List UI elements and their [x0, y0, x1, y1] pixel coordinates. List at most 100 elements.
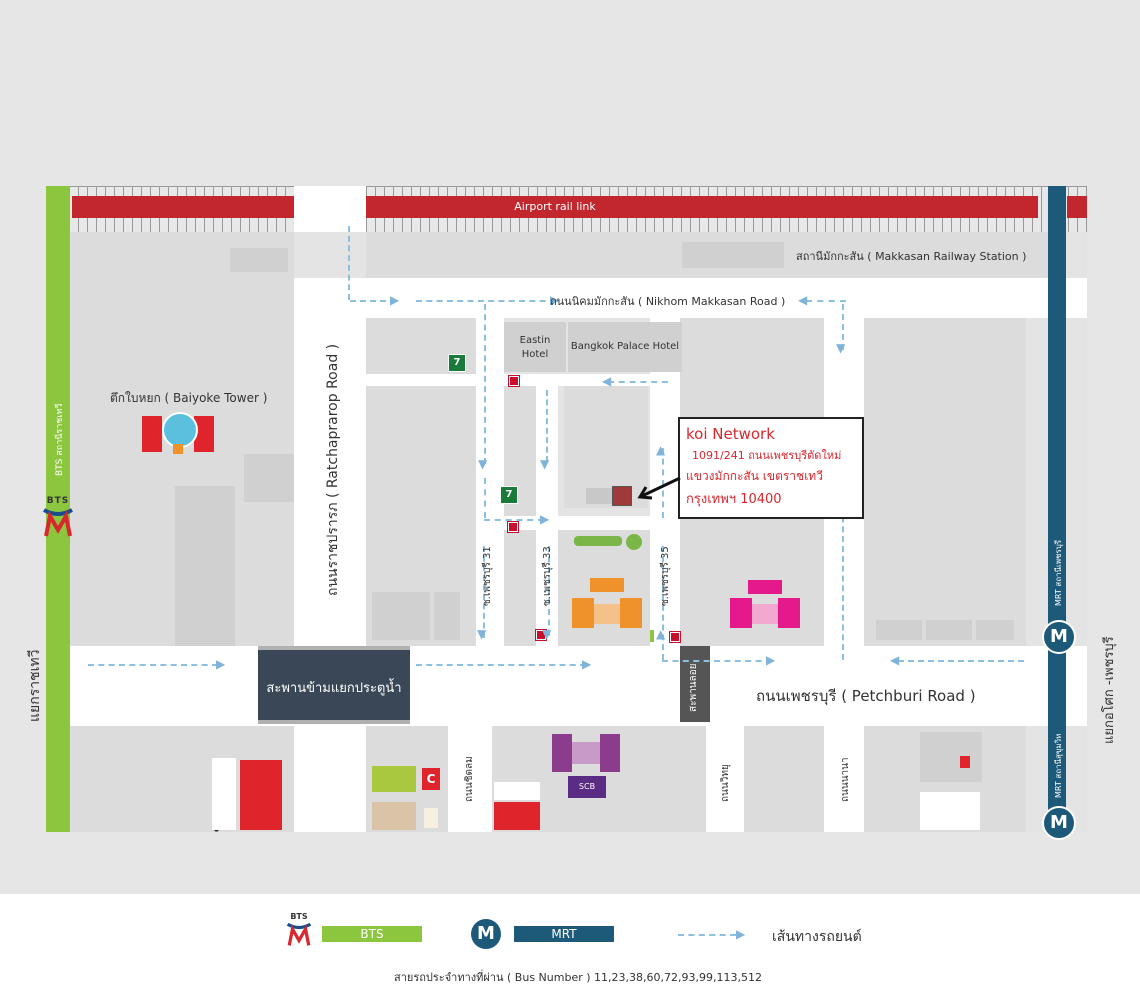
legend-bts-label: BTS	[360, 927, 384, 941]
witthayu-label: ถนนวิทยุ	[720, 764, 731, 802]
bus-stop-icon	[650, 630, 654, 642]
soi31-label: ซ.เพชรบุรี 31	[482, 546, 493, 606]
central-world-mall	[240, 760, 282, 830]
route-arrow-icon: ▶	[216, 657, 226, 671]
block	[504, 530, 536, 646]
block	[244, 454, 294, 502]
building	[372, 802, 416, 830]
office-info-box: koi Network 1091/241 ถนนเพชรบุรีตัดใหม่ …	[678, 417, 864, 519]
route-arrow-icon: ▲	[656, 443, 666, 457]
chitlom-road	[448, 726, 492, 832]
map-area: Airport rail link Eastin Hotel Bangkok P…	[46, 186, 1087, 840]
footbridge	[680, 646, 710, 722]
route-line	[662, 660, 772, 662]
route-line	[806, 300, 846, 302]
route-arrow-icon: ▶	[540, 512, 550, 526]
legend-mrt-bar: MRT	[514, 926, 614, 942]
scb-building	[552, 734, 620, 774]
route-line	[483, 546, 485, 638]
route-arrow-icon: ◀	[798, 293, 808, 307]
ratchaprarop-road-label: ถนนราชปรารภ ( Ratchaprarop Road )	[325, 343, 341, 596]
eastin-hotel: Eastin Hotel	[504, 322, 566, 372]
asoke-junction-label: แยกอโศก -เพชรบุรี	[1102, 636, 1117, 744]
scb-label: SCB	[578, 782, 596, 791]
office-address-1: 1091/241 ถนนเพชรบุรีตัดใหม่	[692, 449, 842, 462]
office-address-3: กรุงเทพฯ 10400	[686, 492, 782, 507]
scb-logo: SCB	[568, 776, 606, 798]
bts-logo-text: BTS	[46, 496, 70, 506]
bangkok-palace-hotel: Bangkok Palace Hotel	[568, 322, 682, 372]
building	[372, 766, 416, 792]
soi35-road	[650, 318, 680, 648]
bts-line	[46, 186, 70, 832]
mrt-icon: M	[1042, 620, 1076, 654]
airport-rail-end	[1067, 196, 1087, 218]
route-arrow-icon: ▶	[766, 653, 776, 667]
ratchathewi-junction-label: แยกราชเทวี	[27, 649, 43, 722]
bts-logo-icon: BTS	[38, 496, 78, 544]
bridge-label: สะพานข้ามแยกประตูน้ำ	[266, 681, 402, 696]
mrt-station-petchburi: MRT สถานีเพชรบุรี	[1054, 539, 1063, 606]
route-arrow-icon: ▼	[477, 627, 487, 641]
route-arrow-icon: ▶	[390, 293, 400, 307]
route-line	[416, 300, 556, 302]
eastin-label: Eastin Hotel	[519, 335, 551, 360]
mall-pink	[730, 578, 800, 630]
mrt-logo-building	[920, 792, 980, 830]
block	[434, 592, 460, 640]
route-line	[484, 478, 486, 518]
block	[230, 248, 288, 272]
big-c-icon: C	[422, 768, 440, 790]
soi33-road	[536, 386, 558, 648]
office-building	[564, 386, 648, 508]
building-right-red	[960, 756, 970, 768]
nikhom-road-label: ถนนนิคมมักกะสัน ( Nikhom Makkasan Road )	[550, 295, 786, 308]
route-arrow-icon: ▼	[836, 341, 846, 355]
route-line	[484, 304, 486, 464]
route-line	[546, 390, 548, 462]
pointer-arrow-icon	[637, 476, 681, 500]
legend-bts-icon: BTS	[284, 912, 314, 948]
route-line	[842, 304, 844, 350]
route-line	[842, 438, 844, 660]
block	[976, 620, 1014, 640]
nana-label: ถนนนานา	[840, 757, 851, 802]
ratchaprarop-road	[294, 186, 366, 832]
airport-rail-label: Airport rail link	[514, 200, 596, 213]
route-arrow-icon: ▶	[582, 657, 592, 671]
block	[175, 486, 235, 646]
legend-route-line	[678, 934, 736, 936]
route-arrow-icon: ◀	[602, 374, 612, 388]
soi35-label: ซ.เพชรบุรี 35	[660, 546, 671, 606]
railway-station-building	[682, 242, 784, 268]
block	[864, 318, 1026, 646]
seven-eleven-icon: 7	[500, 486, 518, 504]
footbridge-label: สะพานลอย	[688, 663, 699, 712]
petchburi-road-label: ถนนเพชรบุรี ( Petchburi Road )	[756, 687, 976, 705]
logo-icon	[424, 808, 438, 828]
route-arrow-icon: ▲	[656, 627, 666, 641]
route-line	[348, 226, 350, 300]
seven-eleven-icon: 7	[448, 354, 466, 372]
route-line	[88, 664, 218, 666]
baiyoke-tower	[142, 412, 214, 454]
block	[372, 592, 430, 640]
legend-bus-numbers: สายรถประจำทางที่ผ่าน ( Bus Number ) 11,2…	[394, 971, 762, 984]
bts-station-label: BTS สถานีราชเทวี	[55, 403, 65, 476]
route-line	[898, 660, 1024, 662]
office-name: koi Network	[686, 425, 775, 443]
route-line	[662, 546, 664, 660]
legend-mrt-icon: M	[471, 919, 501, 949]
block	[744, 726, 824, 832]
block	[926, 620, 972, 640]
block	[876, 620, 922, 640]
mall-orange	[572, 578, 642, 630]
baiyoke-label: ตึกใบหยก ( Baiyoke Tower )	[110, 391, 268, 405]
route-line	[662, 448, 664, 518]
soi33-label: ซ.เพชรบุรี 33	[542, 546, 553, 606]
office-address-2: แขวงมักกะสัน เขตราชเทวี	[686, 469, 823, 483]
mrt-station-sukhumvit: MRT สถานีสุขุมวิท	[1054, 733, 1063, 798]
legend-bts-logo-text: BTS	[290, 912, 308, 921]
bus-stop-icon	[536, 630, 546, 640]
building-red-bottom	[494, 782, 540, 830]
